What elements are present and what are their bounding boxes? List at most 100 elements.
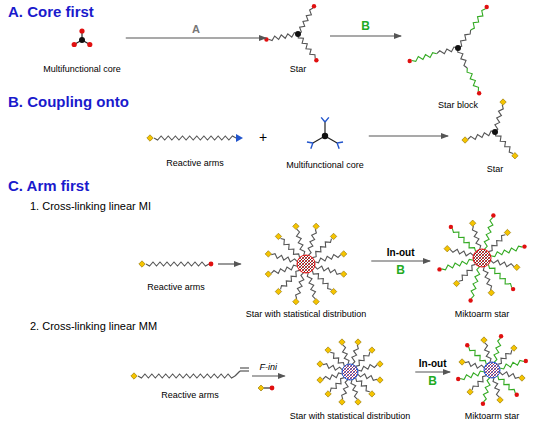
polymer-chain: [323, 364, 342, 370]
polymer-chain: [315, 266, 341, 274]
end-group-dot: [87, 42, 92, 47]
bond: [311, 143, 313, 149]
end-group-diamond: [511, 345, 517, 351]
end-group-dot: [72, 42, 77, 47]
subsection-heading: 1. Cross-linking linear MI: [30, 200, 151, 212]
figure-caption: Multifunctional core: [286, 160, 364, 170]
subsection-heading: 2. Cross-linking linear MM: [30, 320, 157, 332]
crosslinked-core: [297, 255, 315, 273]
polymer-chain: [146, 262, 209, 266]
polymer-chain: [458, 30, 471, 48]
section-heading: B. Coupling onto: [8, 94, 129, 111]
molecule-figure: Star: [268, 2, 328, 74]
end-group-dot: [481, 402, 485, 406]
polymer-chain: [271, 265, 297, 273]
molecule-figure: Miktoarm star: [432, 210, 532, 319]
end-group-dot: [437, 267, 441, 271]
end-group-dot: [456, 377, 460, 381]
reagent-label: B: [428, 375, 437, 388]
polymer-chain: [330, 378, 344, 392]
polymer-chain: [315, 254, 341, 262]
polymer-chain: [472, 376, 486, 390]
molecule-figure: Star: [450, 98, 540, 174]
polymer-chain: [471, 267, 480, 299]
figure-caption: Star block: [438, 100, 478, 110]
end-group-diamond: [330, 288, 336, 294]
end-group-dot: [322, 133, 328, 139]
polymer-chain: [465, 362, 484, 368]
polymer-chain: [441, 259, 473, 270]
plus-sign: +: [259, 130, 267, 145]
end-group-diamond: [500, 99, 506, 105]
end-group-diamond: [325, 391, 331, 397]
end-group-dot: [79, 28, 84, 33]
polymer-chain: [488, 235, 505, 252]
molecule-figure: Star block: [403, 2, 513, 110]
figure-caption: Miktoarm star: [465, 411, 520, 421]
end-group-diamond: [377, 361, 383, 367]
end-group-dot: [468, 298, 472, 302]
end-group-diamond: [313, 298, 319, 304]
end-group-diamond: [467, 389, 473, 395]
polymer-chain: [459, 264, 476, 281]
end-group-diamond: [514, 264, 520, 270]
end-group-dot: [408, 59, 412, 63]
bond: [337, 143, 339, 149]
bond: [240, 367, 249, 368]
figure-caption: Miktoarm star: [455, 309, 510, 319]
end-group-diamond: [462, 137, 468, 143]
figure-caption: Reactive arms: [166, 158, 224, 168]
polymer-chain: [298, 8, 313, 34]
polymer-chain: [450, 249, 473, 256]
reagent-label: B: [361, 20, 370, 33]
section-heading: A. Core first: [8, 4, 94, 21]
end-group-dot: [492, 129, 498, 135]
polymer-chain: [472, 226, 480, 249]
figure-caption: Star with statistical distribution: [290, 411, 411, 421]
polymer-chain: [358, 365, 377, 371]
end-group-diamond: [265, 251, 271, 257]
molecule-figure: Reactive arms: [145, 124, 245, 168]
end-group-diamond: [369, 347, 375, 353]
reagent-label: In-out: [419, 358, 447, 369]
end-group-diamond: [369, 391, 375, 397]
end-group-diamond: [325, 347, 331, 353]
end-group-dot: [295, 31, 301, 37]
polymer-chain: [358, 374, 377, 380]
molecule-figure: Star with statistical distribution: [243, 220, 370, 319]
polymer-chain: [412, 53, 437, 62]
polymer-chain: [500, 372, 519, 378]
polymer-chain: [351, 380, 357, 399]
figure-caption: Multifunctional core: [43, 64, 121, 74]
end-group-dot: [209, 262, 214, 267]
end-group-dot: [484, 5, 488, 9]
end-group-diamond: [339, 339, 345, 345]
figure-caption: Star: [487, 164, 504, 174]
polymer-chain: [500, 360, 524, 368]
polymer-chain: [467, 68, 478, 92]
end-group-diamond: [293, 223, 299, 229]
polymer-chain: [498, 376, 516, 394]
polymer-chain: [495, 132, 513, 153]
end-group-dot: [499, 334, 503, 338]
bond: [307, 142, 313, 143]
end-group-dot: [515, 393, 519, 397]
polymer-chain: [356, 352, 370, 366]
polymer-chain: [452, 228, 475, 251]
end-group-dot: [455, 45, 461, 51]
polymer-chain: [458, 48, 468, 68]
crosslinked-core: [473, 249, 491, 267]
end-group-diamond: [147, 135, 153, 141]
molecule-figure: Multifunctional core: [283, 112, 367, 170]
polymer-chain: [312, 239, 331, 258]
polymer-chain: [491, 246, 523, 257]
reaction-arrow: [415, 371, 450, 372]
end-group-diamond: [339, 399, 345, 405]
end-group-diamond: [317, 361, 323, 367]
polymer-chain: [483, 267, 491, 290]
end-group-diamond: [258, 385, 264, 391]
end-group-dot: [511, 287, 515, 291]
polymer-chain: [484, 217, 493, 249]
end-group-diamond: [139, 261, 145, 267]
reaction-arrow: [369, 135, 448, 136]
